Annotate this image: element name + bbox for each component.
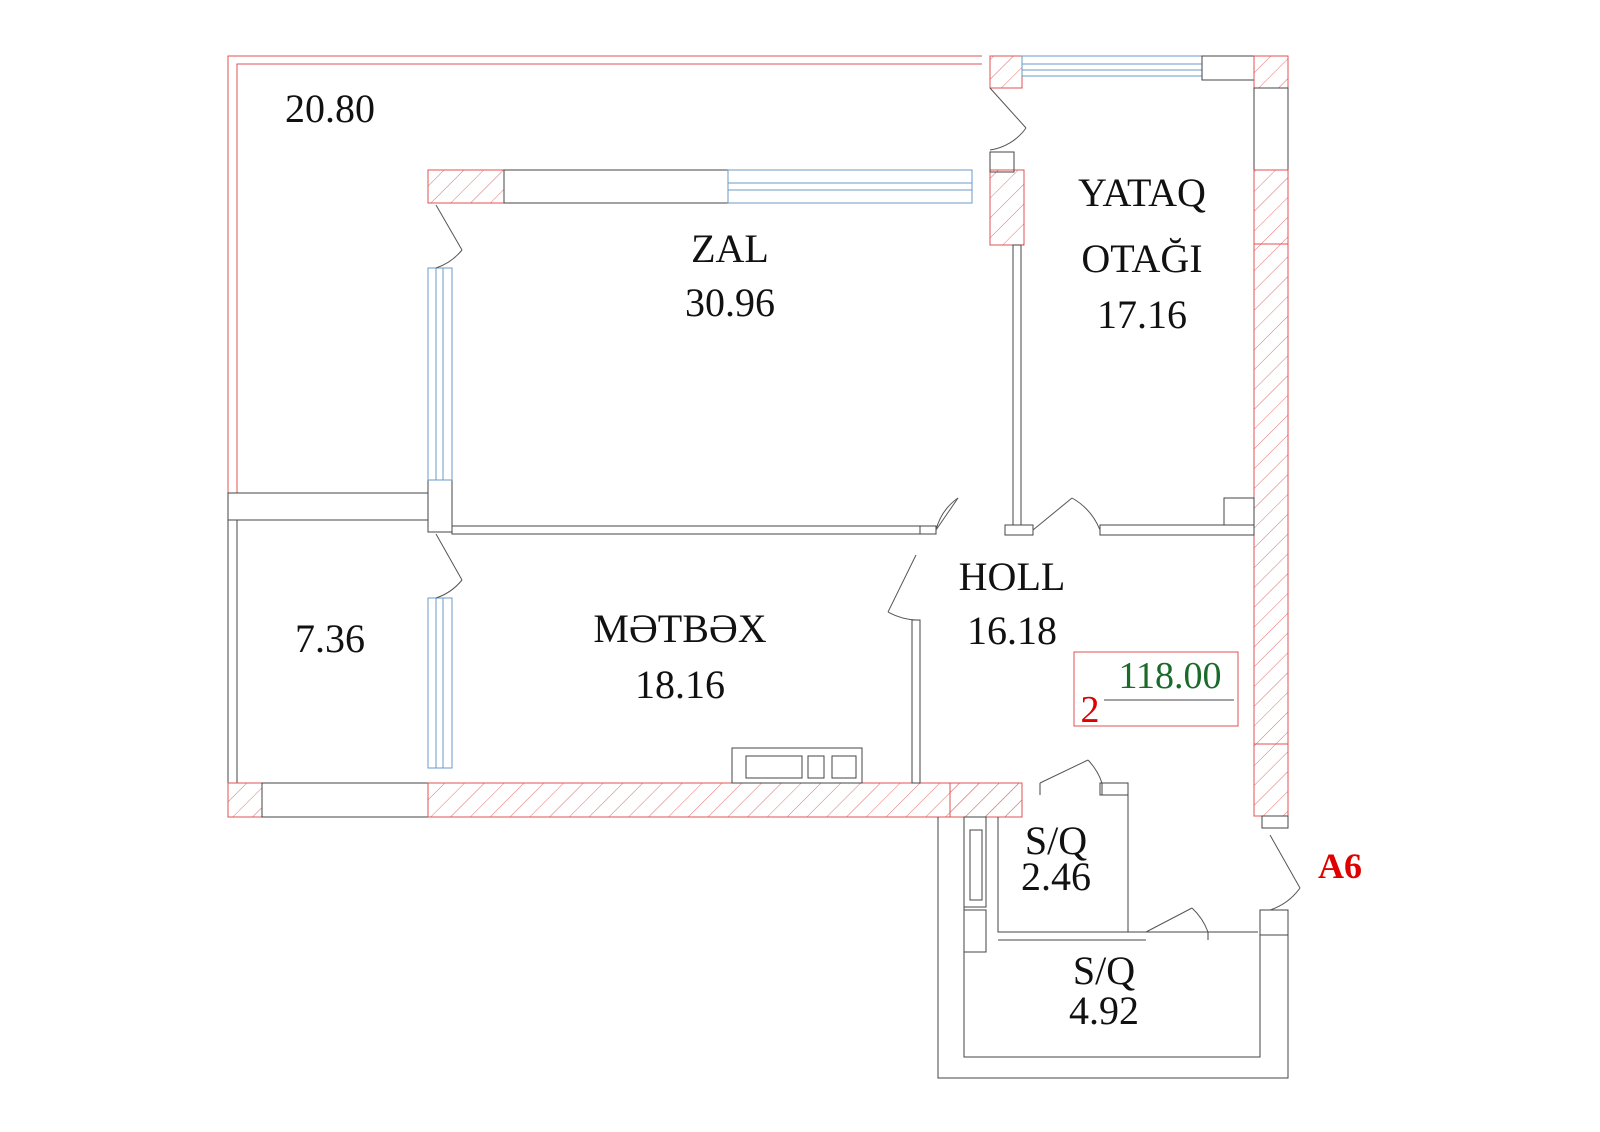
- room-count: 2: [1081, 689, 1100, 731]
- bathroom-fixtures: [963, 816, 987, 953]
- sq1-name: S/Q: [1025, 818, 1087, 863]
- sq2-name: S/Q: [1073, 948, 1135, 993]
- yataq-name-line1: YATAQ: [1078, 170, 1206, 215]
- door-yataq: [1032, 497, 1101, 531]
- metbex-name: MƏTBƏX: [593, 606, 766, 651]
- kitchen-counter: [731, 747, 863, 784]
- door-balcony-yataq: [989, 87, 1027, 151]
- room-labels: 20.80 ZAL 30.96 YATAQ OTAĞI 17.16 7.36 M…: [285, 86, 1206, 1033]
- apartment-code: A6: [1318, 846, 1362, 886]
- wall-yataq-top-left: [989, 55, 1023, 89]
- door-zal: [935, 497, 959, 531]
- door-sq1: [1039, 759, 1103, 784]
- wall-right-lower: [1253, 743, 1289, 817]
- yataq-area: 17.16: [1097, 292, 1187, 337]
- wall-bottom-metbex: [427, 782, 1023, 818]
- yataq-name-line2: OTAĞI: [1081, 236, 1202, 281]
- metbex-area: 18.16: [635, 662, 725, 707]
- holl-name: HOLL: [959, 554, 1066, 599]
- balcony-big-outline: [227, 55, 982, 493]
- wall-column-zal-yataq: [989, 169, 1025, 246]
- wall-zal-top-left: [427, 169, 505, 204]
- window-metbex-left: [427, 597, 453, 769]
- balcony-big-area: 20.80: [285, 86, 375, 131]
- holl-area: 16.18: [967, 608, 1057, 653]
- wall-bottom-balcony: [227, 782, 263, 818]
- zal-name: ZAL: [691, 226, 769, 271]
- window-yataq-top: [1021, 55, 1203, 77]
- sq2-area: 4.92: [1069, 988, 1139, 1033]
- balcony-divider-wall: [227, 479, 453, 533]
- door-entrance: [1269, 834, 1301, 911]
- outer-walls: [227, 55, 1289, 829]
- zal-area: 30.96: [685, 280, 775, 325]
- total-area: 118.00: [1118, 655, 1221, 697]
- wall-right-upper: [1253, 169, 1289, 245]
- door-sq2: [1145, 907, 1209, 933]
- wall-bottom-right: [949, 782, 1023, 818]
- window-zal-top-glass: [727, 169, 973, 204]
- wall-right-main: [1253, 243, 1289, 745]
- doors: [435, 87, 1301, 933]
- door-metbex: [887, 554, 917, 621]
- door-zal-balcony: [435, 204, 463, 269]
- sq1-area: 2.46: [1021, 854, 1091, 899]
- door-metbex-balcony: [435, 533, 463, 599]
- window-zal-left: [427, 267, 453, 481]
- balcony-small-area: 7.36: [295, 616, 365, 661]
- summary-box: [1073, 651, 1239, 727]
- wall-yataq-top-right: [1253, 55, 1289, 89]
- window-zal-top: [503, 169, 729, 204]
